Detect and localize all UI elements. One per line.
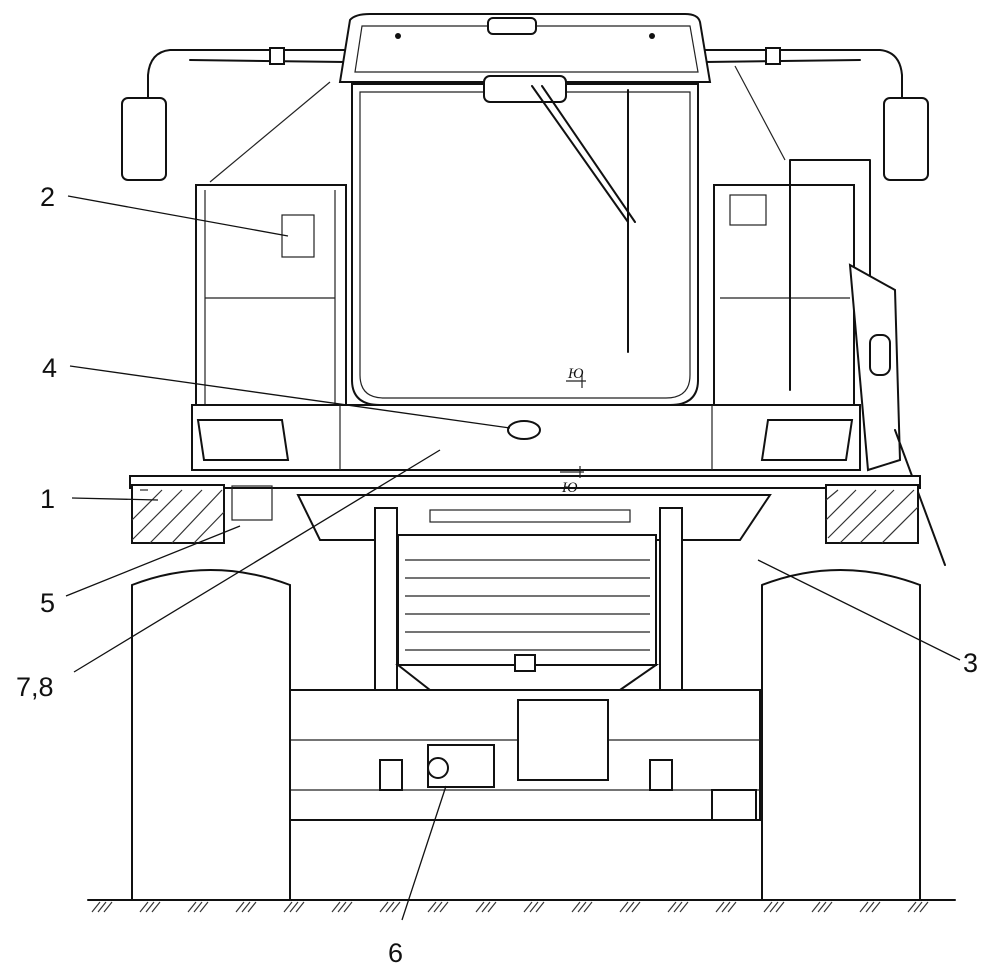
leader-5 [65,525,241,597]
leader-3 [757,559,961,661]
leader-4 [69,365,511,429]
leader-6 [401,785,447,921]
svg-text:Ю: Ю [561,480,578,496]
callout-3: 3 [963,648,978,678]
right-cab-side [713,65,946,566]
ground-line [87,899,956,913]
cab-roof [338,13,712,83]
right-wheel [761,569,921,900]
callout-4: 4 [42,353,57,383]
front-platform [129,475,921,544]
windshield [351,75,699,406]
right-mirror [704,47,929,181]
callout-6: 6 [388,938,403,966]
leader-7-8 [73,449,441,673]
svg-text:Ю: Ю [567,366,584,382]
left-wheel [131,569,291,900]
leader-1 [71,497,159,501]
feeder-housing [296,494,772,719]
left-mirror [121,47,346,181]
callout-5: 5 [40,588,55,618]
leader-lines [65,195,961,921]
lower-chassis [289,689,761,821]
callout-labels: 1 2 3 4 5 6 7,8 [16,182,978,966]
left-cab-side [195,81,347,408]
center-mark-lower: Ю [560,466,584,496]
leader-2 [67,195,289,237]
front-beam [191,404,861,471]
callout-1: 1 [40,484,55,514]
center-mark-upper: Ю [566,366,586,388]
callout-2: 2 [40,182,55,212]
callout-7-8: 7,8 [16,672,54,702]
